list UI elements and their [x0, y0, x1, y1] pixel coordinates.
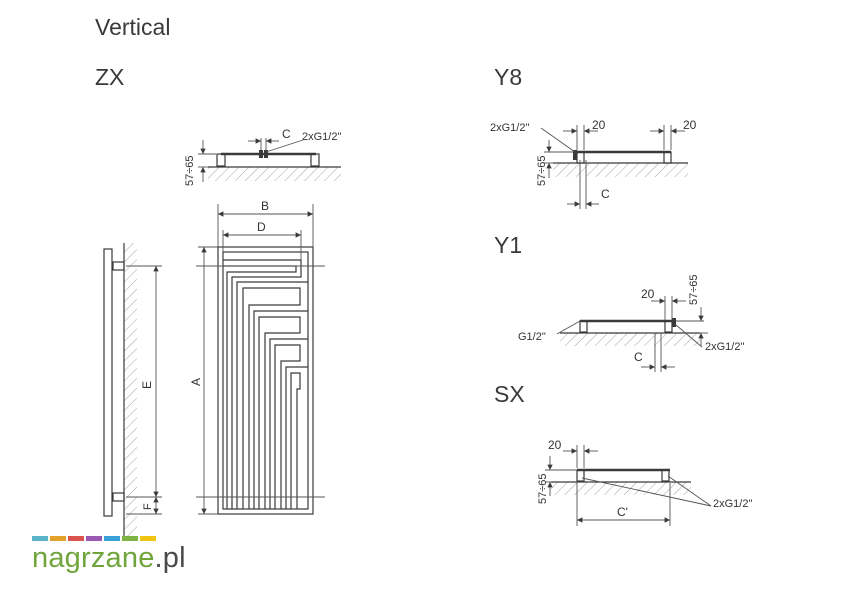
zx-side-bracket-bottom: [112, 492, 125, 502]
section-heading-zx: ZX: [95, 64, 125, 90]
sx-cp-label: C': [617, 505, 628, 519]
logo-color-bar: [122, 536, 138, 541]
sx-bracket-left: [576, 469, 585, 482]
sx-conn-leader2: [667, 475, 712, 507]
zx-front-view: B D A: [189, 199, 325, 515]
zx-b-label: B: [261, 199, 269, 213]
zx-c-label: C: [282, 127, 291, 141]
zx-rung-1: [223, 259, 302, 509]
zx-bracket-left: [216, 153, 226, 167]
zx-rung-2: [242, 287, 301, 509]
y8-conn-label: 2xG1/2": [490, 122, 529, 134]
zx-rung-3a: [253, 310, 308, 509]
y8-bracket-right: [663, 151, 672, 164]
y8-bracket-left: [576, 151, 585, 164]
y8-view: 20 20 2xG1/2" 57÷65 C: [490, 118, 697, 209]
y1-c-label: C: [634, 350, 643, 364]
y1-bracket-right: [664, 320, 673, 333]
zx-side-bracket-top: [112, 261, 125, 271]
section-heading-y1: Y1: [494, 232, 523, 258]
y1-wall-hatch: [560, 333, 700, 346]
logo-color-bar: [50, 536, 66, 541]
sx-conn-leader1: [581, 477, 712, 507]
zx-side-view: E F: [103, 243, 162, 536]
zx-top-view: C 2xG1/2" 57÷65: [184, 127, 341, 186]
y1-20-label: 20: [641, 287, 655, 301]
y8-range-label: 57÷65: [536, 155, 548, 186]
zx-a-label: A: [189, 378, 203, 386]
zx-d-label: D: [257, 220, 266, 234]
y8-wall-hatch: [553, 163, 688, 177]
sx-view: 20 57÷65 C' 2xG1/2": [537, 438, 752, 526]
zx-wall-hatch: [208, 167, 341, 181]
section-heading-sx: SX: [494, 381, 525, 407]
y1-conn-label: 2xG1/2": [705, 341, 744, 353]
logo-color-bar: [32, 536, 48, 541]
zx-range-label: 57÷65: [184, 155, 196, 186]
sx-conn-label: 2xG1/2": [713, 498, 752, 510]
y1-valve: [672, 318, 676, 327]
sx-range-label: 57÷65: [537, 473, 549, 504]
zx-e-label: E: [140, 381, 154, 389]
y1-view: 20 57÷65 G1/2" 2xG1/2" C: [518, 274, 744, 372]
logo-text-main: nagrzane: [32, 542, 155, 574]
logo-color-bar: [68, 536, 84, 541]
y8-conn-leader: [540, 127, 576, 153]
logo-color-bar: [140, 536, 156, 541]
y8-20a-label: 20: [592, 118, 606, 132]
zx-conn-leader: [265, 139, 304, 153]
zx-side-wall-hatch: [124, 243, 137, 536]
section-heading-y8: Y8: [494, 64, 523, 90]
zx-valve-2: [264, 150, 268, 158]
y1-conn-leader: [675, 324, 703, 348]
y1-g-label: G1/2": [518, 331, 546, 343]
y8-valve: [573, 150, 577, 160]
logo-color-bar: [104, 536, 120, 541]
zx-rung-2a: [236, 281, 308, 509]
zx-side-radiator: [103, 248, 113, 517]
sx-20-label: 20: [548, 438, 562, 452]
zx-conn-label: 2xG1/2": [302, 131, 341, 143]
zx-frame-outer: [217, 246, 314, 515]
logo-color-bars: [32, 536, 156, 541]
y8-20b-label: 20: [683, 118, 697, 132]
sx-bracket-right: [661, 469, 670, 482]
y1-g-leader: [556, 320, 581, 335]
logo-text: nagrzane.pl: [32, 542, 186, 575]
y1-bracket-left: [579, 320, 588, 333]
logo-color-bar: [86, 536, 102, 541]
zx-bracket-right: [310, 153, 320, 167]
logo-text-tld: .pl: [154, 542, 186, 574]
zx-rung-4: [274, 344, 301, 509]
y1-range-label: 57÷65: [688, 274, 700, 305]
zx-rung-5a: [285, 366, 308, 509]
page-title: Vertical: [95, 14, 171, 40]
y8-c-label: C: [601, 187, 610, 201]
zx-f-label: F: [142, 503, 154, 510]
zx-rung-3: [258, 316, 301, 509]
zx-rung-4a: [269, 338, 308, 509]
zx-valve-1: [259, 150, 263, 158]
sx-wall-hatch: [551, 482, 691, 495]
zx-rung-5: [290, 372, 301, 509]
